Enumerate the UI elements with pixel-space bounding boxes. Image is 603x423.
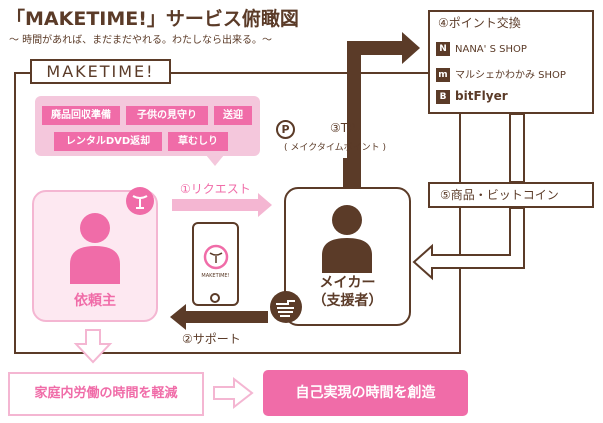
phone-home-button <box>210 293 220 303</box>
tp-connector <box>343 158 357 188</box>
point-exchange-box <box>428 10 594 114</box>
step3-label: ③TP <box>330 121 356 135</box>
request-tag: 送迎 <box>214 106 252 125</box>
connector-point-to-goods <box>509 113 525 183</box>
maker-label-sub: （支援者） <box>312 293 383 309</box>
page-subtitle: 〜 時間があれば、まだまだやれる。わたしなら出来る。〜 <box>9 35 272 46</box>
nanas-shop-icon: N <box>436 42 450 56</box>
point-exchange-title: ④ポイント交換 <box>438 16 521 30</box>
request-tag: レンタルDVD返却 <box>54 132 162 151</box>
maketime-logo: MAKETIME! <box>30 59 171 84</box>
phone-icon <box>192 222 239 306</box>
request-tag: 草むしり <box>168 132 228 151</box>
handshake-icon <box>270 291 302 323</box>
arrow-down-client <box>73 329 113 364</box>
arrow-to-point-exchange <box>347 32 420 188</box>
phone-logo-text: MAKETIME! <box>201 273 230 279</box>
step1-label: ①リクエスト <box>180 182 251 196</box>
arrow-goods-to-maker <box>412 207 525 281</box>
arrow-request <box>172 193 272 217</box>
client-label: 依頼主 <box>74 293 116 309</box>
goods-bitcoin-box: ⑤商品・ビットコイン <box>428 182 594 208</box>
shop-name: bitFlyer <box>455 89 508 103</box>
tp-coin-icon: P <box>276 120 295 139</box>
request-tag: 子供の見守り <box>126 106 208 125</box>
shop-name: マルシェかわかみ SHOP <box>455 70 566 81</box>
request-panel-tail <box>206 155 224 166</box>
client-person-icon <box>70 213 120 284</box>
shop-item: N NANA' S SHOP <box>436 42 527 56</box>
request-tag: 廃品回収準備 <box>42 106 120 125</box>
outcome-self-realization: 自己実現の時間を創造 <box>263 370 468 416</box>
phone-app-logo-icon <box>203 244 229 270</box>
maker-person-icon <box>322 205 372 273</box>
maker-label: メイカー （支援者） <box>284 274 411 310</box>
maketime-badge-icon <box>126 187 154 215</box>
arrow-support <box>170 304 268 330</box>
maker-label-main: メイカー <box>319 275 376 291</box>
marche-kawakami-icon: m <box>436 68 450 82</box>
service-frame <box>14 72 461 354</box>
arrow-bottom-right <box>213 376 254 410</box>
page-title: 「MAKETIME!」サービス俯瞰図 <box>6 8 299 30</box>
outcome-reduce-housework: 家庭内労働の時間を軽減 <box>8 372 204 416</box>
shop-name: NANA' S SHOP <box>455 44 527 55</box>
step2-label: ②サポート <box>182 332 241 346</box>
bitcoin-icon: B <box>436 89 450 104</box>
step3-sublabel: ( メイクタイムポイント ) <box>284 143 387 153</box>
shop-item: m マルシェかわかみ SHOP <box>436 66 566 82</box>
